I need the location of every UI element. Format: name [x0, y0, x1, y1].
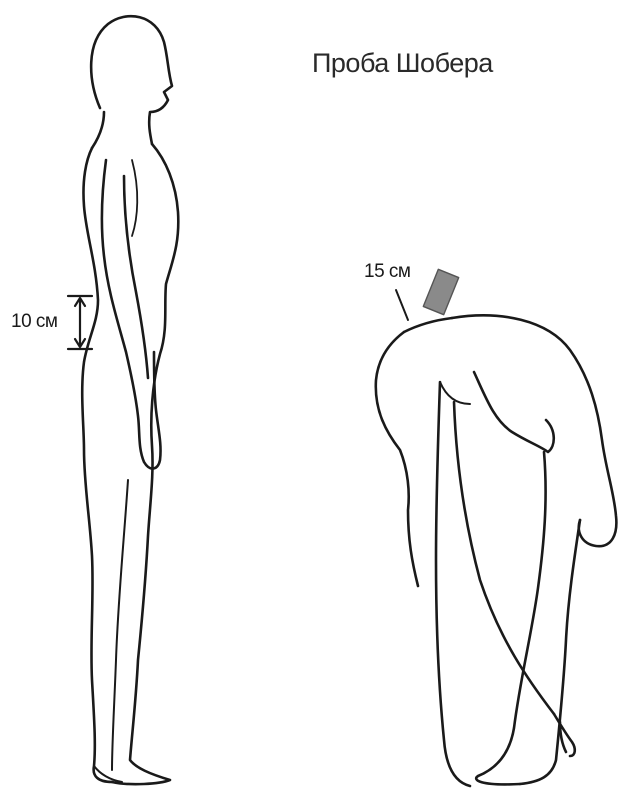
- bent-measure-tape: [423, 269, 458, 314]
- bent-arm-inner: [454, 402, 554, 714]
- bent-shoulder-line: [440, 382, 470, 404]
- bent-figure: [376, 315, 617, 786]
- bent-measure-leader: [396, 290, 408, 320]
- bent-measure-label: 15 см: [364, 261, 410, 283]
- bent-back-outline: [452, 315, 616, 546]
- bent-leg-front: [476, 452, 545, 784]
- bent-arm-outer: [436, 382, 470, 786]
- bent-neck-top: [404, 318, 452, 332]
- standing-measure-label: 10 см: [11, 311, 57, 333]
- standing-neck: [92, 112, 104, 148]
- diagram-title: Проба Шобера: [312, 48, 493, 79]
- bent-torso-under: [474, 372, 554, 452]
- standing-back-outline: [82, 148, 112, 782]
- standing-chest-line: [132, 160, 137, 236]
- standing-figure: [68, 16, 178, 784]
- standing-leg-line: [112, 480, 128, 770]
- bent-leg-back: [520, 520, 580, 784]
- bent-head: [376, 332, 418, 586]
- standing-arm-inner: [124, 176, 148, 378]
